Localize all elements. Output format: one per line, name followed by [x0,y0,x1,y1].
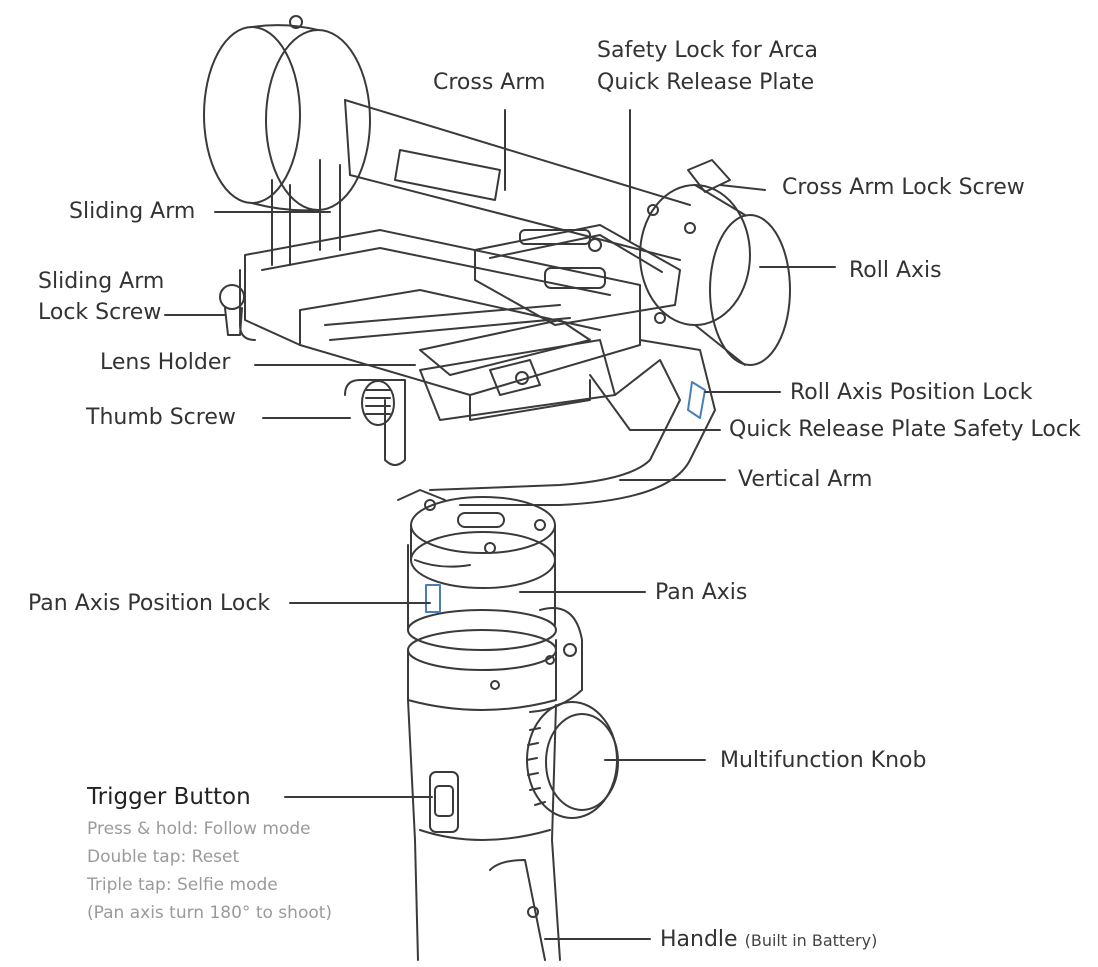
label-safety-lock-line2: Quick Release Plate [597,70,815,95]
handle-upper [407,607,583,841]
label-roll-axis: Roll Axis [849,258,942,283]
trigger-note-3: Triple tap: Selfie mode [87,875,278,895]
label-vertical-arm: Vertical Arm [738,467,873,492]
trigger-note-2: Double tap: Reset [87,847,240,867]
label-cross-arm-lock-screw: Cross Arm Lock Screw [782,175,1025,200]
handle-lower [414,829,561,961]
label-roll-axis-position-lock: Roll Axis Position Lock [790,380,1033,405]
label-pan-axis-position-lock: Pan Axis Position Lock [28,591,271,616]
sliding-arm-lock-knob [219,284,245,336]
pan-axis-motor [407,544,557,671]
trigger-note-1: Press & hold: Follow mode [87,819,311,839]
arca-plate [474,224,681,326]
label-trigger-button: Trigger Button [87,784,251,810]
label-sliding-arm-lock-line2: Lock Screw [38,300,162,325]
sliding-arm-shape [271,159,341,266]
counterweight [203,15,371,212]
label-multifunction-knob: Multifunction Knob [720,748,927,773]
camera-plate [239,229,641,396]
label-lens-holder: Lens Holder [100,350,231,375]
label-safety-lock-line1: Safety Lock for Arca [597,38,818,63]
label-quick-release-plate-safety-lock: Quick Release Plate Safety Lock [729,417,1081,442]
roll-axis-motor [639,159,791,366]
leader-lines [164,109,836,940]
label-sliding-arm: Sliding Arm [69,199,196,224]
trigger-shape [429,771,459,833]
label-handle-note: (Built in Battery) [744,931,878,950]
label-sliding-arm-lock-line1: Sliding Arm [38,269,165,294]
label-thumb-screw: Thumb Screw [86,405,236,430]
vertical-arm-shape [429,339,716,506]
thumb-screw-shape [344,379,406,466]
label-handle: Handle (Built in Battery) [660,927,877,954]
label-cross-arm: Cross Arm [433,70,546,95]
cross-arm-shape [344,99,691,261]
label-handle-text: Handle [660,927,738,952]
trigger-note-4: (Pan axis turn 180° to shoot) [87,903,333,923]
label-pan-axis: Pan Axis [655,580,748,605]
